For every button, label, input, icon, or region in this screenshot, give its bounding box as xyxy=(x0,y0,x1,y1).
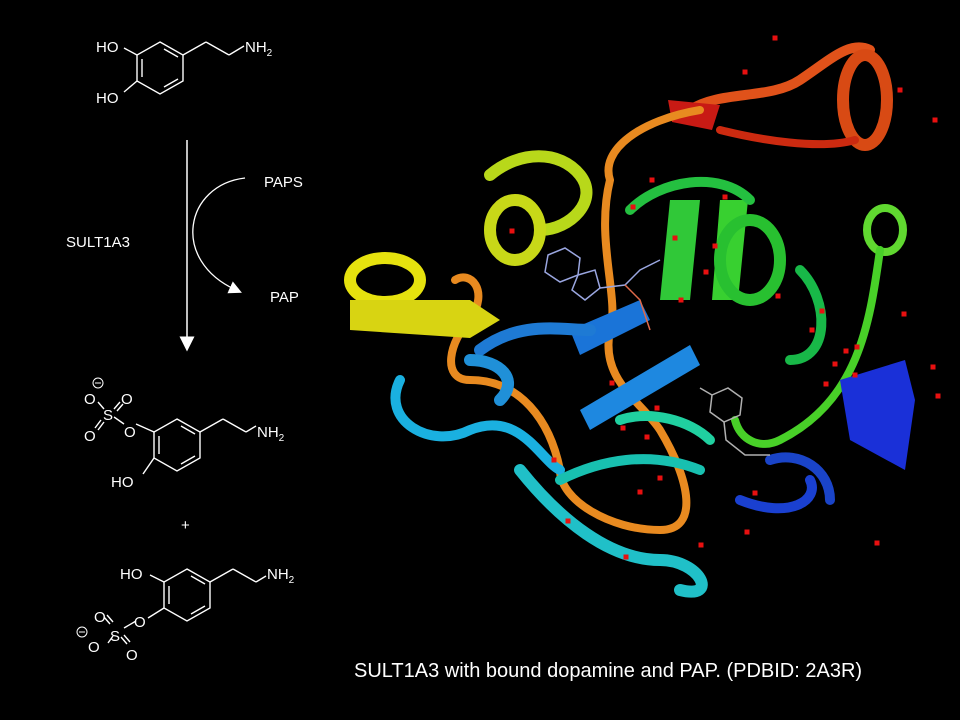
water-molecule xyxy=(644,434,650,440)
p2-o-bottom: O xyxy=(126,647,138,664)
water-molecule xyxy=(819,308,825,314)
bound-pap-ligand xyxy=(544,247,661,331)
water-molecule xyxy=(823,381,829,387)
water-molecule xyxy=(772,35,778,41)
dopamine-ho-top: HO xyxy=(96,39,119,56)
p2-o-minus: O xyxy=(88,639,100,656)
water-molecule xyxy=(897,87,903,93)
cofactor-out-label: PAP xyxy=(270,289,299,306)
water-molecule xyxy=(698,542,704,548)
dopamine-4-sulfate-structure xyxy=(103,568,267,645)
water-molecule xyxy=(722,194,728,200)
water-molecule xyxy=(657,475,663,481)
water-molecule xyxy=(843,348,849,354)
p1-ho: HO xyxy=(111,474,134,491)
water-molecule xyxy=(509,228,515,234)
cofactor-arrow xyxy=(192,177,246,294)
water-molecule xyxy=(703,269,709,275)
p1-o-minus: O xyxy=(84,391,96,408)
negative-charge-icon xyxy=(76,626,88,638)
water-molecule xyxy=(649,177,655,183)
water-molecule xyxy=(832,361,838,367)
bound-dopamine-ligand xyxy=(699,387,770,456)
enzyme-label: SULT1A3 xyxy=(66,234,130,251)
dopamine-amine: NH2 xyxy=(245,39,273,59)
p1-o-top: O xyxy=(121,391,133,408)
water-molecule xyxy=(551,457,557,463)
water-molecule xyxy=(935,393,941,399)
water-molecule xyxy=(620,425,626,431)
water-molecule xyxy=(609,380,615,386)
p1-amine: NH2 xyxy=(257,424,285,444)
water-molecule xyxy=(678,297,684,303)
water-molecule xyxy=(752,490,758,496)
water-molecule xyxy=(809,327,815,333)
water-molecule xyxy=(742,69,748,75)
water-molecule xyxy=(672,235,678,241)
water-molecules xyxy=(509,35,941,560)
water-molecule xyxy=(854,344,860,350)
water-molecule xyxy=(932,117,938,123)
p1-o-bridge: O xyxy=(124,424,136,441)
water-molecule xyxy=(852,372,858,378)
dopamine-structure xyxy=(123,41,245,95)
water-molecule xyxy=(712,243,718,249)
water-molecule xyxy=(654,405,660,411)
figure-caption: SULT1A3 with bound dopamine and PAP. (PD… xyxy=(354,660,863,682)
p1-o-bottom: O xyxy=(84,428,96,445)
dopamine-ho-bottom: HO xyxy=(96,90,119,107)
water-molecule xyxy=(930,364,936,370)
protein-ribbon-cartoon xyxy=(344,42,915,598)
p1-sulfur: S xyxy=(103,407,113,424)
water-molecule xyxy=(874,540,880,546)
water-molecule xyxy=(775,293,781,299)
water-molecule xyxy=(901,311,907,317)
negative-charge-icon xyxy=(92,377,104,389)
dopamine-3-sulfate-structure xyxy=(94,401,257,475)
water-molecule xyxy=(744,529,750,535)
water-molecule xyxy=(637,489,643,495)
p2-sulfur: S xyxy=(110,628,120,645)
p2-o-bridge: O xyxy=(134,614,146,631)
water-molecule xyxy=(565,518,571,524)
p2-amine: NH2 xyxy=(267,566,295,586)
water-molecule xyxy=(623,554,629,560)
p2-o-top: O xyxy=(94,609,106,626)
plus-sign: + xyxy=(181,517,190,534)
p2-ho: HO xyxy=(120,566,143,583)
water-molecule xyxy=(630,204,636,210)
cofactor-in-label: PAPS xyxy=(264,174,303,191)
